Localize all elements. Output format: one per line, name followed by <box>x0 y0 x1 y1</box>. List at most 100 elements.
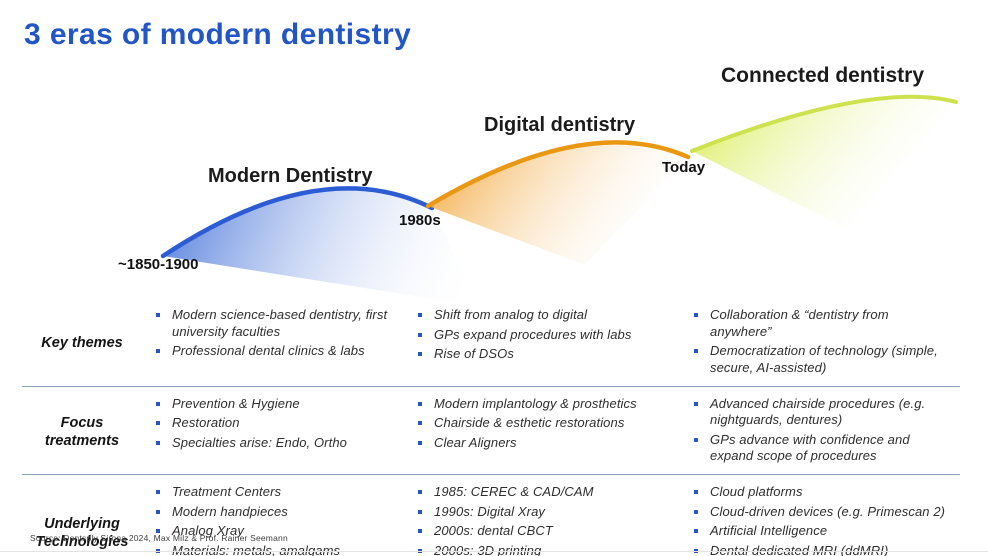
era-wave-orange-arc <box>425 140 691 209</box>
bullet-item: Professional dental clinics & labs <box>156 343 390 360</box>
era-wave-green-fill <box>692 96 956 228</box>
bullet-item: Rise of DSOs <box>418 346 666 363</box>
bullet-text: Modern handpieces <box>172 503 288 519</box>
bullet-text: Rise of DSOs <box>434 346 514 362</box>
bullet-text: Modern science-based dentistry, first un… <box>172 307 388 339</box>
bullet-text: Restoration <box>172 415 240 431</box>
bullet-item: Cloud-driven devices (e.g. Primescan 2) <box>694 504 946 521</box>
bullet-square-icon <box>418 529 422 534</box>
bullet-item: Shift from analog to digital <box>418 307 666 324</box>
era-wave-green-arc <box>690 94 958 153</box>
bullet-square-icon <box>694 509 698 514</box>
bullet-text: Collaboration & “dentistry from anywhere… <box>710 307 889 339</box>
bullet-item: Specialties arise: Endo, Ortho <box>156 435 390 452</box>
bullet-item: Prevention & Hygiene <box>156 396 390 413</box>
bullet-text: Democratization of technology (simple, s… <box>710 343 938 375</box>
era-wave-blue-fill <box>163 188 478 306</box>
era-date-digital: 1980s <box>399 212 441 229</box>
eras-comparison-table: Key themes Modern science-based dentistry… <box>22 298 960 556</box>
row-label: Focus treatments <box>44 414 120 449</box>
bullet-square-icon <box>156 440 160 445</box>
bullet-item: Materials: metals, amalgams <box>156 543 390 556</box>
bullet-item: Clear Aligners <box>418 435 666 452</box>
era-wave-orange-fill <box>428 142 688 265</box>
bullet-text: GPs advance with confidence and expand s… <box>710 431 910 464</box>
table-cell: 1985: CEREC & CAD/CAM 1990s: Digital Xray… <box>404 482 680 556</box>
bullet-square-icon <box>156 529 160 534</box>
bullet-item: Democratization of technology (simple, s… <box>694 343 946 376</box>
bullet-square-icon <box>156 401 160 406</box>
bullet-text: Artificial Intelligence <box>710 523 828 539</box>
bullet-item: Analog Xray <box>156 523 390 540</box>
bullet-item: Modern implantology & prosthetics <box>418 396 666 413</box>
bullet-item: Artificial Intelligence <box>694 523 946 540</box>
bullet-item: Modern science-based dentistry, first un… <box>156 307 390 340</box>
table-cell: Modern science-based dentistry, first un… <box>142 305 404 382</box>
bullet-square-icon <box>418 352 422 357</box>
bullet-text: Materials: metals, amalgams <box>172 542 341 556</box>
bullet-item: 1985: CEREC & CAD/CAM <box>418 484 666 501</box>
bullet-square-icon <box>694 349 698 354</box>
bullet-text: Cloud-driven devices (e.g. Primescan 2) <box>710 503 946 519</box>
bullet-square-icon <box>418 548 422 553</box>
table-cell: Advanced chairside procedures (e.g. nigh… <box>680 394 960 471</box>
bullet-square-icon <box>156 490 160 494</box>
era-waves-graphic <box>160 94 958 306</box>
table-row: Underlying Technologies Treatment Centers… <box>22 474 960 556</box>
bullet-square-icon <box>694 529 698 534</box>
era-date-connected: Today <box>662 159 706 176</box>
era-wave-blue-arc <box>160 186 435 259</box>
slide-bottom-divider <box>0 551 988 552</box>
bullet-text: Chairside & esthetic restorations <box>434 415 625 431</box>
bullet-text: Professional dental clinics & labs <box>172 343 365 359</box>
bullet-item: 1990s: Digital Xray <box>418 504 666 521</box>
bullet-square-icon <box>694 490 698 494</box>
bullet-text: 2000s: 3D printing <box>434 542 542 556</box>
bullet-item: 2000s: dental CBCT <box>418 523 666 540</box>
bullet-square-icon <box>156 509 160 514</box>
bullet-square-icon <box>694 313 698 317</box>
bullet-item: GPs advance with confidence and expand s… <box>694 432 946 465</box>
bullet-item: Chairside & esthetic restorations <box>418 415 666 432</box>
bullet-square-icon <box>418 509 422 514</box>
source-note: Source: Dentsply Sirona 2024, Max Milz &… <box>30 533 288 543</box>
bullet-text: Shift from analog to digital <box>434 307 588 322</box>
bullet-text: Specialties arise: Endo, Ortho <box>172 434 347 450</box>
row-label: Underlying Technologies <box>35 515 129 551</box>
bullet-text: 2000s: dental CBCT <box>434 523 553 539</box>
bullet-square-icon <box>156 548 160 553</box>
bullet-square-icon <box>418 440 422 445</box>
bullet-item: GPs expand procedures with labs <box>418 327 666 344</box>
bullet-text: GPs expand procedures with labs <box>434 326 632 342</box>
bullet-square-icon <box>418 313 422 317</box>
bullet-item: Dental dedicated MRI (ddMRI) <box>694 543 946 556</box>
bullet-square-icon <box>418 421 422 426</box>
page-title: 3 eras of modern dentistry <box>24 18 412 51</box>
bullet-text: 1985: CEREC & CAD/CAM <box>434 484 594 499</box>
table-cell: Collaboration & “dentistry from anywhere… <box>680 305 960 382</box>
bullet-text: Dental dedicated MRI (ddMRI) <box>710 542 889 556</box>
bullet-item: Treatment Centers <box>156 484 390 501</box>
bullet-text: Clear Aligners <box>434 434 517 450</box>
bullet-text: Treatment Centers <box>172 484 282 499</box>
bullet-text: Analog Xray <box>172 523 244 539</box>
bullet-text: Cloud platforms <box>710 484 803 499</box>
era-label-digital: Digital dentistry <box>484 114 636 136</box>
bullet-item: Modern handpieces <box>156 504 390 521</box>
bullet-square-icon <box>694 437 698 442</box>
bullet-item: 2000s: 3D printing <box>418 543 666 556</box>
bullet-square-icon <box>694 548 698 553</box>
table-row: Key themes Modern science-based dentistry… <box>22 298 960 386</box>
bullet-item: Cloud platforms <box>694 484 946 501</box>
bullet-text: 1990s: Digital Xray <box>434 503 546 519</box>
era-date-modern: ~1850-1900 <box>118 256 199 273</box>
bullet-square-icon <box>156 313 160 317</box>
row-label: Key themes <box>41 335 123 352</box>
bullet-square-icon <box>418 490 422 494</box>
